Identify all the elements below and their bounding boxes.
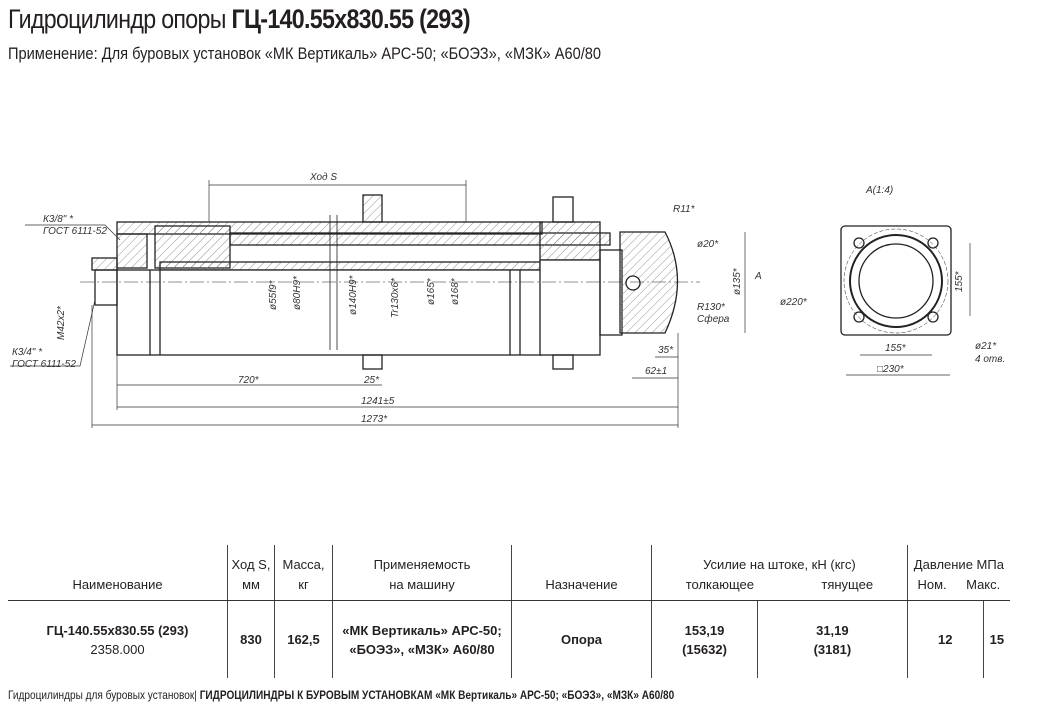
- drawing-labels: Ход S К3/8" * ГОСТ 6111-52 К3/4" * ГОСТ …: [12, 172, 1005, 425]
- dim-d80: ø80H9*: [292, 275, 303, 310]
- cell-name: ГЦ-140.55х830.55 (293)2358.000: [46, 622, 189, 657]
- cylinder-technical-drawing: Ход S К3/8" * ГОСТ 6111-52 К3/4" * ГОСТ …: [10, 172, 1005, 428]
- cell-purpose: Опора: [511, 600, 652, 678]
- port1-label: К3/8" *: [43, 214, 74, 225]
- dim-d21: ø21*: [975, 341, 997, 352]
- port2-label: К3/4" *: [12, 347, 43, 358]
- port2-std: ГОСТ 6111-52: [12, 359, 76, 370]
- dimension-lines: [10, 180, 971, 428]
- holes-count: 4 отв.: [975, 354, 1005, 365]
- col-stroke: Ход S,мм: [227, 545, 275, 601]
- cell-nom: 12: [906, 600, 984, 678]
- cell-max: 15: [982, 600, 1010, 678]
- title-prefix: Гидроцилиндр опоры: [8, 4, 226, 34]
- dim-62: 62±1: [645, 366, 667, 377]
- cylinder-side-view: [80, 194, 700, 370]
- dim-d165: ø165*: [426, 277, 437, 305]
- view-mark: A: [754, 271, 762, 282]
- view-a-flange: [840, 225, 952, 336]
- dim-1273: 1273*: [361, 414, 388, 425]
- dim-r11: R11*: [673, 204, 696, 215]
- title-model: ГЦ-140.55х830.55 (293): [231, 4, 471, 34]
- stroke-label: Ход S: [309, 172, 337, 183]
- footer-chapter: ГИДРОЦИЛИНДРЫ К БУРОВЫМ УСТАНОВКАМ «МК В…: [199, 688, 675, 702]
- sphere-label: Сфера: [697, 313, 730, 325]
- specs-table: Наименование Ход S,мм Масса,кг Применяем…: [8, 545, 1010, 678]
- dim-d135: ø135*: [732, 267, 743, 295]
- dim-tr130: Tr130х6*: [390, 277, 401, 318]
- dim-155-horizontal: 155*: [885, 343, 907, 354]
- dim-25: 25*: [363, 375, 380, 386]
- page-title: Гидроцилиндр опоры ГЦ-140.55х830.55 (293…: [8, 4, 471, 35]
- col-purpose: Назначение: [511, 545, 652, 601]
- dim-155-vertical: 155*: [954, 270, 965, 292]
- port1-std: ГОСТ 6111-52: [43, 226, 107, 237]
- col-mass: Масса,кг: [274, 545, 333, 601]
- dim-d55: ø55f9*: [268, 279, 279, 310]
- dim-d220: ø220*: [780, 297, 808, 308]
- cell-mass: 162,5: [274, 600, 333, 678]
- col-name: Наименование: [8, 545, 228, 601]
- cell-usage: «МК Вертикаль» АРС-50;«БОЭЗ», «МЗК» А60/…: [332, 600, 512, 678]
- dim-d140: ø140H9*: [348, 274, 359, 315]
- dim-1241: 1241±5: [361, 396, 395, 407]
- view-a-title: A(1:4): [865, 185, 893, 196]
- dim-35: 35*: [658, 345, 674, 356]
- page-footer: Гидроцилиндры для буровых установок| ГИД…: [8, 688, 675, 702]
- dim-d20: ø20*: [697, 239, 719, 250]
- cell-pull: 31,19(3181): [757, 600, 908, 678]
- dim-720: 720*: [238, 375, 260, 386]
- table-row: ГЦ-140.55х830.55 (293)2358.000 830 162,5…: [8, 600, 1010, 678]
- table-header-row: Наименование Ход S,мм Масса,кг Применяем…: [8, 545, 1010, 601]
- cell-stroke: 830: [227, 600, 275, 678]
- dim-230: □230*: [877, 364, 905, 375]
- dim-r130: R130*: [697, 302, 726, 313]
- page-subtitle: Применение: Для буровых установок «МК Ве…: [8, 44, 602, 63]
- footer-section: Гидроцилиндры для буровых установок: [8, 688, 195, 702]
- dim-d168: ø168*: [450, 277, 461, 305]
- thread-label: М42х2*: [56, 305, 67, 340]
- cell-push: 153,19(15632): [651, 600, 758, 678]
